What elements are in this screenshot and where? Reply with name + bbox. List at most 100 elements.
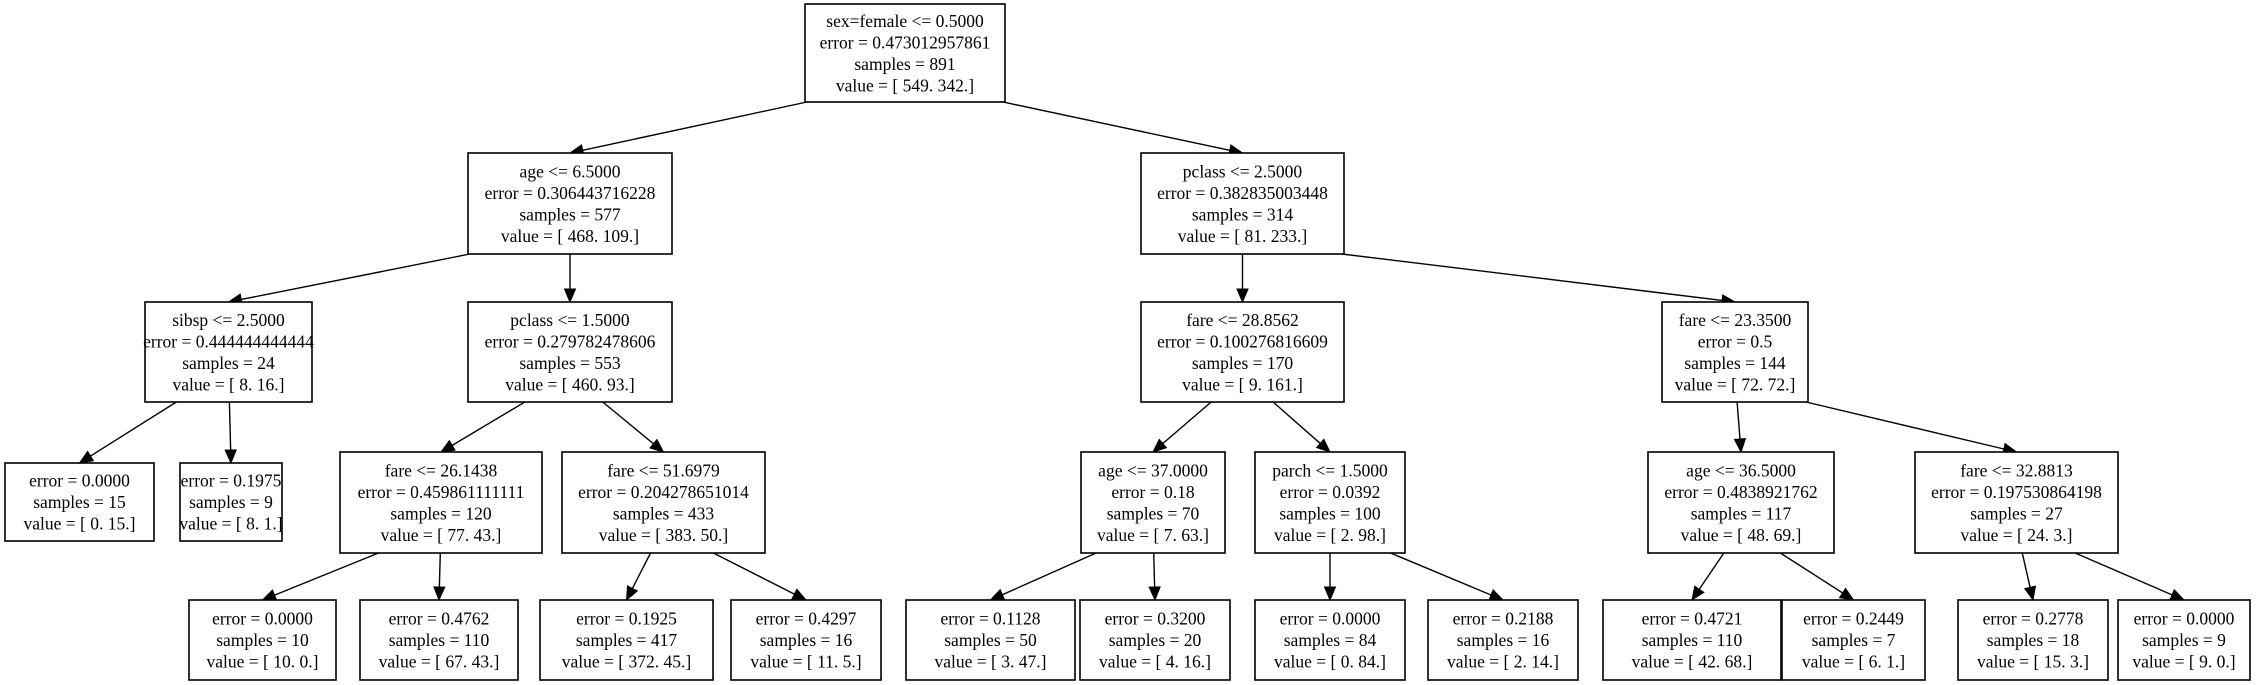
node-text-line: sibsp <= 2.5000 bbox=[172, 310, 285, 330]
node-box bbox=[1079, 599, 1231, 681]
node-text-line: error = 0.2449 bbox=[1803, 609, 1904, 629]
node-box bbox=[1602, 599, 1782, 681]
node-text-line: age <= 37.0000 bbox=[1098, 460, 1208, 480]
node-text-line: value = [ 81. 233.] bbox=[1178, 226, 1307, 246]
node-text-line: fare <= 23.3500 bbox=[1679, 310, 1792, 330]
node-text-line: error = 0.0000 bbox=[1280, 609, 1381, 629]
node-text-line: samples = 10 bbox=[216, 630, 309, 650]
arrowhead bbox=[563, 288, 577, 304]
node-text-line: error = 0.444444444444 bbox=[143, 331, 314, 351]
node-text-line: samples = 15 bbox=[33, 492, 126, 512]
node-text-line: samples = 9 bbox=[189, 492, 273, 512]
node-text-line: fare <= 26.1438 bbox=[385, 460, 498, 480]
node-text-line: samples = 553 bbox=[519, 353, 620, 373]
node-text-line: samples = 120 bbox=[390, 503, 491, 523]
node-text-line: fare <= 28.8562 bbox=[1186, 310, 1299, 330]
node-text-line: value = [ 0. 84.] bbox=[1274, 652, 1386, 672]
arrowhead bbox=[1838, 587, 1855, 601]
node-text-line: samples = 110 bbox=[389, 630, 490, 650]
node-text-line: value = [ 42. 68.] bbox=[1632, 652, 1753, 672]
arrowhead bbox=[2169, 588, 2186, 601]
arrowhead bbox=[1148, 586, 1161, 602]
node-text-line: value = [ 9. 0.] bbox=[2132, 652, 2235, 672]
node-box bbox=[179, 462, 283, 542]
node-text-line: value = [ 9. 161.] bbox=[1182, 374, 1303, 394]
tree-edge-arrow bbox=[78, 401, 177, 464]
node-text-line: value = [ 67. 43.] bbox=[379, 652, 500, 672]
node-text-line: samples = 70 bbox=[1107, 503, 1200, 523]
node-text-line: samples = 27 bbox=[1970, 503, 2063, 523]
node-text-line: value = [ 6. 1.] bbox=[1802, 652, 1905, 672]
arrowhead bbox=[2023, 585, 2037, 602]
node-text-line: parch <= 1.5000 bbox=[1272, 460, 1388, 480]
node-text-line: samples = 16 bbox=[760, 630, 853, 650]
arrowhead bbox=[649, 438, 665, 453]
node-text-line: samples = 18 bbox=[1987, 630, 2080, 650]
node-text-line: samples = 100 bbox=[1279, 503, 1380, 523]
tree-edge-arrow bbox=[602, 401, 665, 453]
node-text-line: value = [ 11. 5.] bbox=[750, 652, 861, 672]
node-box bbox=[730, 599, 882, 681]
node-text-line: error = 0.0000 bbox=[2134, 609, 2235, 629]
node-text-line: value = [ 7. 63.] bbox=[1097, 525, 1209, 545]
tree-edge-arrow bbox=[261, 552, 379, 601]
arrowhead bbox=[224, 449, 237, 465]
node-text-line: error = 0.4838921762 bbox=[1664, 482, 1817, 502]
node-text-line: value = [ 3. 47.] bbox=[935, 652, 1047, 672]
node-text-line: value = [ 8. 16.] bbox=[173, 374, 285, 394]
node-text-line: error = 0.204278651014 bbox=[578, 482, 749, 502]
node-text-line: error = 0.306443716228 bbox=[485, 183, 656, 203]
node-text-line: value = [ 24. 3.] bbox=[1961, 525, 2073, 545]
node-text-line: pclass <= 2.5000 bbox=[1183, 161, 1303, 181]
node-text-line: value = [ 15. 3.] bbox=[1977, 652, 2089, 672]
node-box bbox=[905, 599, 1076, 681]
tree-edge-arrow bbox=[2021, 552, 2037, 602]
node-text-line: pclass <= 1.5000 bbox=[510, 310, 630, 330]
node-box bbox=[1140, 301, 1345, 403]
tree-edge-arrow bbox=[224, 401, 237, 465]
node-text-line: value = [ 372. 45.] bbox=[562, 652, 691, 672]
node-text-line: error = 0.0392 bbox=[1280, 482, 1381, 502]
tree-edge-arrow bbox=[1805, 401, 2018, 455]
node-text-line: value = [ 0. 15.] bbox=[24, 514, 136, 534]
node-box bbox=[539, 599, 714, 681]
arrowhead bbox=[433, 586, 446, 602]
node-text-line: age <= 36.5000 bbox=[1686, 460, 1796, 480]
node-text-line: value = [ 77. 43.] bbox=[381, 525, 502, 545]
tree-edge-arrow bbox=[1733, 401, 1747, 454]
arrowhead bbox=[791, 588, 808, 601]
arrowhead bbox=[1691, 585, 1705, 602]
node-text-line: samples = 9 bbox=[2142, 630, 2226, 650]
tree-edge-arrow bbox=[1779, 552, 1855, 601]
tree-edge-arrow bbox=[568, 101, 808, 157]
node-text-line: fare <= 32.8813 bbox=[1960, 460, 2073, 480]
tree-edge-arrow bbox=[1691, 552, 1725, 602]
arrowhead bbox=[1315, 438, 1331, 453]
node-text-line: samples = 577 bbox=[519, 204, 620, 224]
node-text-line: samples = 170 bbox=[1192, 353, 1293, 373]
node-box bbox=[2117, 599, 2251, 681]
node-box bbox=[1914, 451, 2119, 554]
node-text-line: error = 0.3200 bbox=[1105, 609, 1206, 629]
node-text-line: error = 0.473012957861 bbox=[820, 32, 991, 52]
arrowhead bbox=[625, 585, 639, 602]
tree-edge-arrow bbox=[1148, 552, 1161, 602]
node-text-line: value = [ 72. 72.] bbox=[1675, 374, 1796, 394]
node-text-line: samples = 314 bbox=[1192, 204, 1293, 224]
node-text-line: samples = 7 bbox=[1812, 630, 1896, 650]
